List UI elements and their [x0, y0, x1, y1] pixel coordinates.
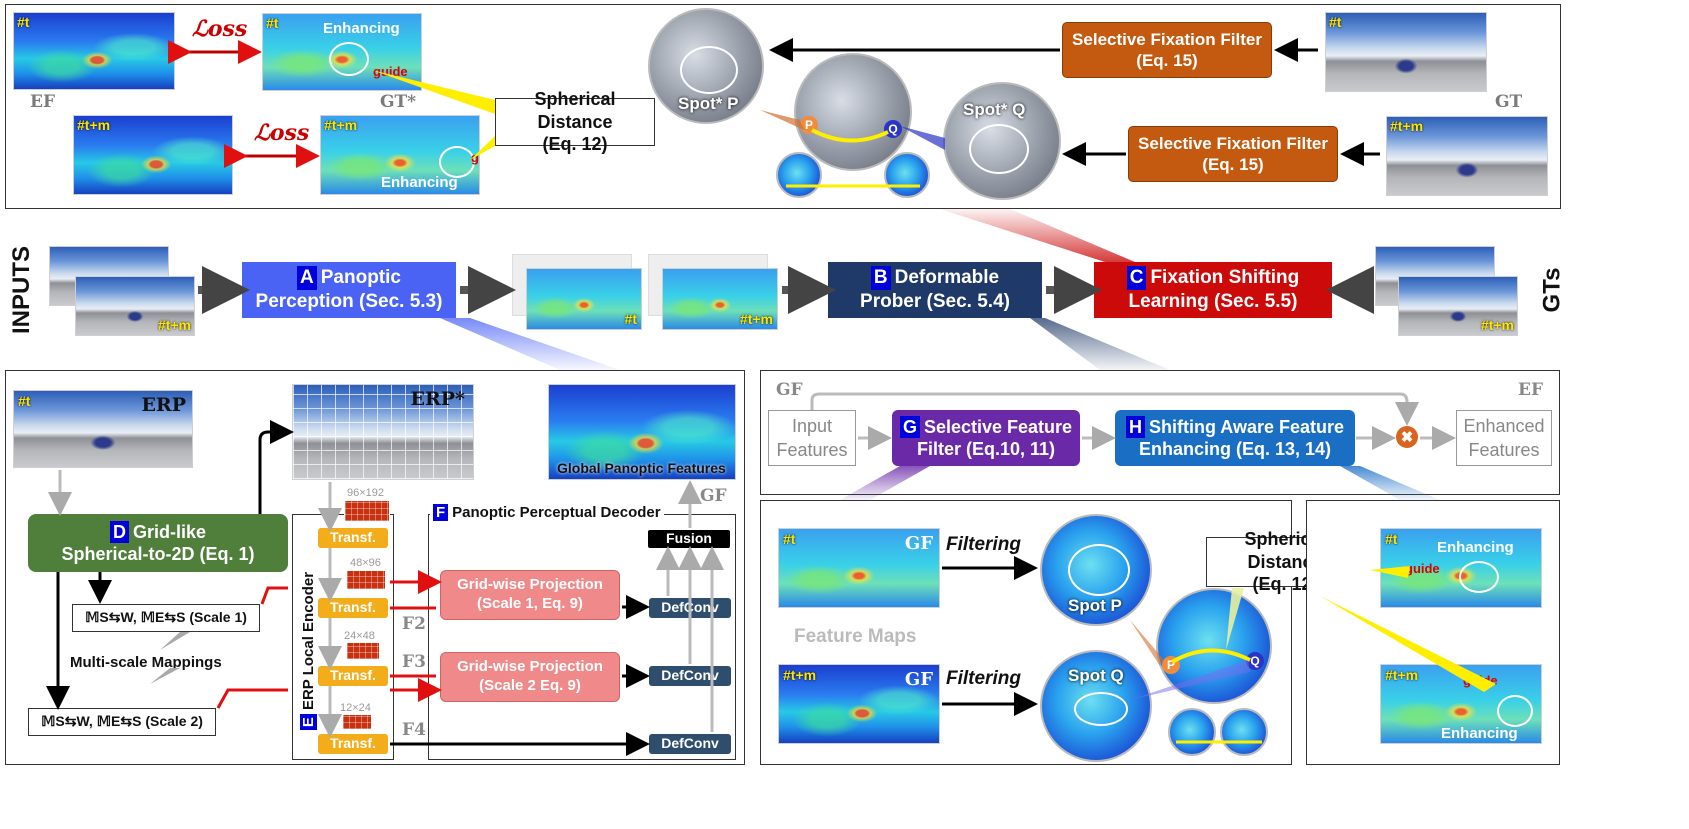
enhanced-heatmap-tm: #t+m guide Enhancing: [1380, 664, 1542, 744]
panoptic-decoder-box: [428, 514, 736, 760]
small-heat-sphere-t: [1168, 708, 1216, 756]
gt-star-heatmap-tm: #t+m guide Enhancing: [320, 115, 480, 195]
ef-label: EF: [30, 92, 56, 112]
dim-24x48: 24×48: [344, 630, 375, 642]
multiply-icon: ✖: [1396, 426, 1418, 448]
gts-label: GTs: [1538, 267, 1566, 313]
gt-label: GT: [1495, 92, 1523, 112]
feature-grid-1: [344, 500, 390, 522]
feature-grid-4: [342, 714, 372, 730]
focus-ring: [439, 146, 475, 178]
focus-ring: [329, 42, 369, 76]
transf-1: Transf.: [318, 528, 388, 548]
center-sphere-top: [794, 53, 912, 171]
center-heat-sphere: [1156, 588, 1272, 704]
gt-photo-tm: #t+m: [1386, 116, 1548, 196]
q-marker-bottom: Q: [1246, 652, 1264, 670]
spot-p-sphere: Spot* P: [648, 8, 764, 124]
input-features-box: Input Features: [768, 410, 856, 466]
p-marker-bottom: P: [1162, 656, 1180, 674]
gf-label-left: GF: [700, 486, 727, 506]
transf-3: Transf.: [318, 666, 388, 686]
mapping-scale-1: 𝕄S⇆W, 𝕄E⇆S (Scale 1): [72, 604, 260, 632]
p-marker-top: P: [800, 116, 818, 134]
enhanced-heatmap-t: #t Enhancing guide: [1380, 528, 1542, 608]
spherical-distance-box-top: Spherical Distance (Eq. 12): [495, 89, 655, 154]
transf-4: Transf.: [318, 734, 388, 754]
gt-photo-t: #t: [1325, 12, 1487, 92]
transf-2: Transf.: [318, 598, 388, 618]
loss-label-2: ℒoss: [254, 120, 310, 146]
erp-star-photo: ERP*: [292, 384, 474, 480]
small-sphere-t: [776, 152, 822, 198]
dim-96x192: 96×192: [347, 487, 385, 499]
input-photo-tm: #t+m: [75, 276, 195, 336]
f2-label: F2: [402, 614, 426, 634]
small-heat-sphere-tm: [1220, 708, 1268, 756]
ef-heatmap-t: #t: [13, 12, 175, 90]
ef-label-right: EF: [1518, 380, 1544, 400]
gf-heatmap-t: #t GF: [778, 528, 940, 608]
inputs-label: INPUTS: [8, 245, 36, 335]
feature-heatmap-t: #t: [526, 268, 642, 330]
defconv-1: DefConv: [649, 598, 731, 618]
q-marker-top: Q: [884, 120, 902, 138]
filtering-label-2: Filtering: [946, 668, 1021, 689]
gf-heatmap-tm: #t+m GF: [778, 664, 940, 744]
global-panoptic-features: Global Panoptic Features: [548, 384, 736, 480]
selective-fixation-filter-1: Selective Fixation Filter (Eq. 15): [1062, 22, 1272, 78]
gf-label-right: GF: [776, 380, 803, 400]
gt-star-label: GT*: [380, 92, 417, 112]
grid-projection-2: Grid-wise Projection (Scale 2 Eq. 9): [440, 652, 620, 702]
spot-p-heat-sphere: Spot P: [1040, 514, 1152, 626]
loss-label-1: ℒoss: [192, 16, 248, 42]
defconv-2: DefConv: [649, 666, 731, 686]
ef-heatmap-tm: #t+m: [73, 115, 233, 195]
mapping-scale-2: 𝕄S⇆W, 𝕄E⇆S (Scale 2): [28, 708, 216, 736]
dim-48x96: 48×96: [350, 557, 381, 569]
enhanced-features-box: Enhanced Features: [1456, 410, 1552, 466]
f4-label: F4: [402, 720, 426, 740]
selective-fixation-filter-2: Selective Fixation Filter (Eq. 15): [1128, 126, 1338, 182]
erp-photo: #t ERP: [13, 390, 193, 468]
dim-12x24: 12×24: [340, 702, 371, 714]
spot-q-heat-sphere: Spot Q: [1040, 650, 1152, 762]
feature-grid-2: [346, 570, 386, 590]
grid-projection-1: Grid-wise Projection (Scale 1, Eq. 9): [440, 570, 620, 620]
f3-label: F3: [402, 652, 426, 672]
defconv-3: DefConv: [649, 734, 731, 754]
spot-q-sphere: Spot* Q: [943, 82, 1061, 200]
small-sphere-tm: [884, 152, 930, 198]
filtering-label-1: Filtering: [946, 534, 1021, 555]
gt-star-heatmap-t: #t Enhancing guide: [262, 13, 422, 91]
feature-maps-label: Feature Maps: [794, 626, 917, 647]
feature-grid-3: [346, 642, 380, 660]
multi-scale-mappings: Multi-scale Mappings: [70, 654, 222, 671]
feature-heatmap-tm: #t+m: [662, 268, 778, 330]
fusion-box: Fusion: [648, 530, 730, 548]
gt-input-photo-tm: #t+m: [1398, 276, 1518, 336]
